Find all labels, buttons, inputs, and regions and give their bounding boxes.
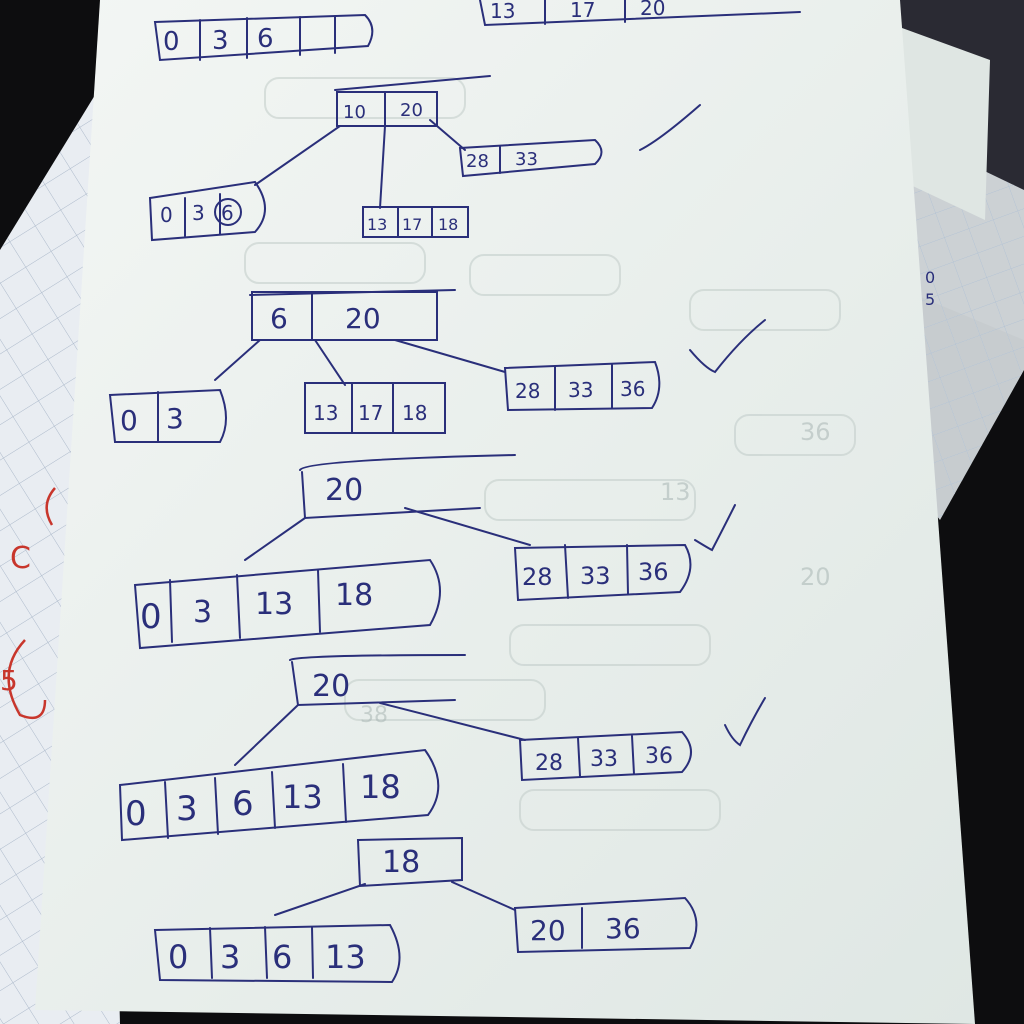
leaf-key: 3: [220, 938, 240, 976]
key: 3: [212, 26, 229, 56]
leaf-key: 36: [645, 744, 673, 769]
main-paper-sheet: [35, 0, 975, 1024]
leaf-key: 28: [515, 379, 540, 403]
root-key: 20: [312, 669, 350, 704]
key: 20: [640, 0, 665, 20]
leaf-key: 28: [522, 563, 553, 591]
leaf-key: 0: [160, 203, 173, 227]
tree5: 18 0 3 6 13 20 36: [168, 845, 641, 976]
leaf-key: 20: [530, 914, 566, 947]
leaf-key: 3: [176, 789, 198, 829]
leaf-key: 0: [125, 794, 147, 834]
leaf-key: 17: [402, 215, 422, 234]
leaf-key: 13: [282, 778, 323, 816]
leaf-key: 28: [466, 151, 489, 172]
leaf-key: 28: [535, 751, 563, 776]
root-key: 20: [400, 100, 423, 121]
right-edge-mark-2: 5: [925, 290, 935, 309]
leaf-key: 18: [335, 578, 373, 613]
leaf-key: 36: [638, 558, 669, 586]
root-key: 20: [325, 473, 363, 508]
root-key: 18: [382, 845, 420, 880]
leaf-key: 3: [166, 402, 184, 435]
key: 0: [163, 27, 180, 57]
ink-strokes: [108, 0, 801, 984]
root-key: 6: [270, 302, 288, 335]
ghost-text-4: 38: [360, 703, 388, 728]
leaf-key: 13: [325, 938, 366, 976]
ghost-text-2: 36: [800, 418, 831, 446]
leaf-key: 0: [120, 404, 138, 437]
leaf-key: 33: [580, 562, 611, 590]
red-mark-2: 5: [0, 664, 18, 697]
leaf-key: 13: [255, 587, 293, 622]
leaf-key: 18: [402, 401, 427, 425]
bleedthrough-layer: [244, 77, 856, 831]
tree3: 20 0 3 13 18 28 33 36: [140, 473, 669, 637]
leaf-key: 17: [358, 401, 383, 425]
red-margin-marks: [7, 487, 56, 720]
root-key: 20: [345, 302, 381, 335]
leaf-key: 18: [360, 768, 401, 806]
leaf-key: 6: [221, 201, 234, 225]
key: 6: [257, 24, 274, 54]
tree1: 10 20 0 3 6 13 17 18 28 33: [160, 100, 538, 234]
leaf-key: 3: [192, 201, 205, 225]
leaf-key: 36: [605, 912, 641, 945]
leaf-key: 36: [620, 377, 645, 401]
ghost-text-1: 13: [660, 478, 691, 506]
root-key: 10: [343, 102, 366, 123]
top-row-left-node: 0 3 6: [163, 24, 274, 57]
leaf-key: 33: [590, 747, 618, 772]
tree4: 20 0 3 6 13 18 28 33 36: [125, 669, 673, 834]
leaf-key: 13: [367, 215, 387, 234]
tree2: 6 20 0 3 13 17 18 28 33 36: [120, 302, 645, 437]
right-edge-mark-1: 0: [925, 268, 935, 287]
leaf-key: 6: [232, 784, 254, 824]
leaf-key: 0: [168, 938, 188, 976]
leaf-key: 18: [438, 215, 458, 234]
leaf-key: 13: [313, 401, 338, 425]
leaf-key: 6: [272, 938, 292, 976]
key: 13: [490, 0, 515, 23]
leaf-key: 3: [193, 595, 212, 630]
ghost-text-3: 20: [800, 563, 831, 591]
key: 17: [570, 0, 595, 22]
leaf-key: 0: [140, 597, 162, 637]
leaf-key: 33: [515, 149, 538, 170]
top-row-right-node: 13 17 20: [490, 0, 665, 23]
leaf-key: 33: [568, 378, 593, 402]
red-mark-1: C: [10, 541, 31, 576]
